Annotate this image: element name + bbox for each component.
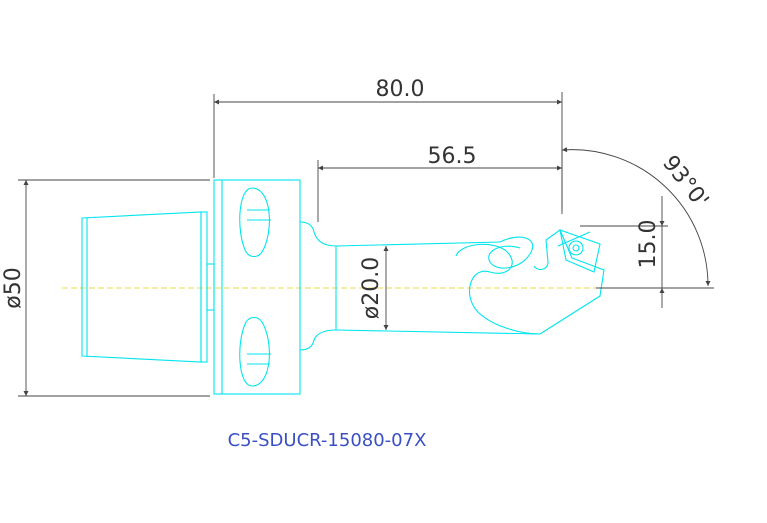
head-diameter-label: ø50 — [1, 267, 26, 308]
bar-length-dimension: 56.5 — [317, 144, 562, 222]
overall-length-dimension: 80.0 — [213, 77, 563, 210]
overall-length-label: 80.0 — [376, 77, 425, 102]
shank-diameter-label: ø20.0 — [359, 257, 384, 319]
offset-dimension: 15.0 — [580, 196, 714, 308]
tool-shank — [81, 211, 215, 363]
boring-bar — [299, 221, 605, 351]
tool-flange — [213, 179, 301, 395]
part-code-label: C5-SDUCR-15080-07X — [228, 430, 427, 451]
angle-label: 93°0' — [657, 151, 713, 213]
bar-length-label: 56.5 — [428, 144, 477, 169]
offset-label: 15.0 — [636, 220, 661, 269]
shank-diameter-dimension: ø20.0 — [359, 246, 389, 330]
head-diameter-dimension: ø50 — [1, 179, 210, 397]
